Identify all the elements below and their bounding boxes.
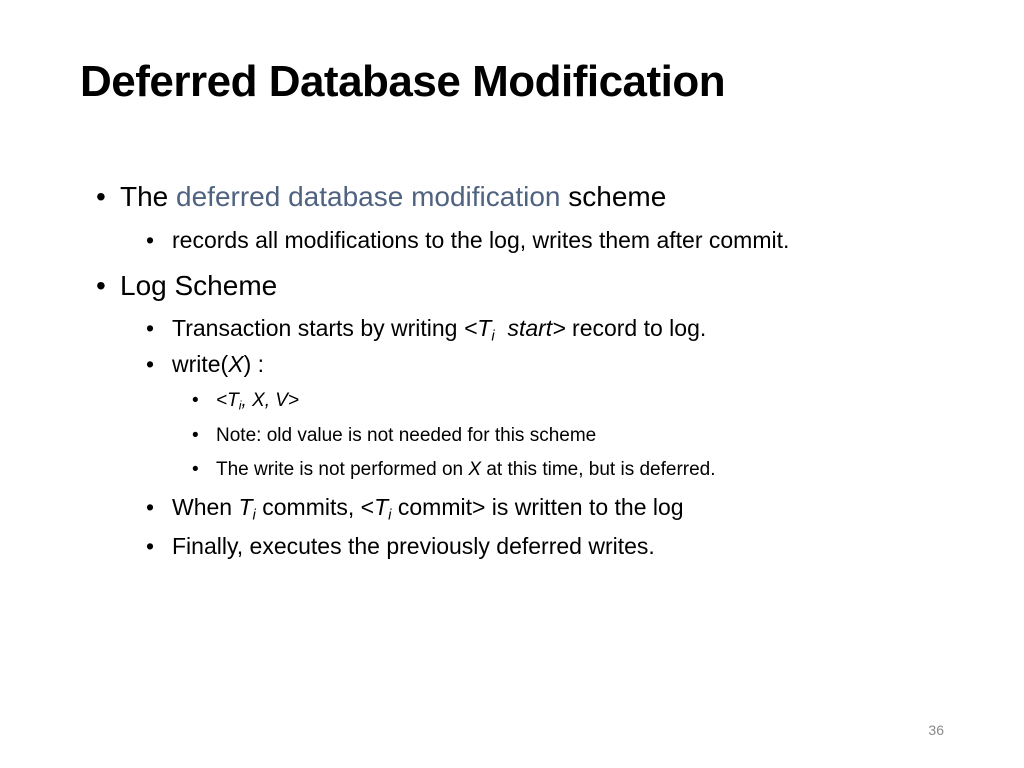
text: start> xyxy=(507,315,566,341)
text: T xyxy=(374,494,389,520)
highlight-term: deferred database modification xyxy=(176,181,561,212)
bullet-transaction-start: Transaction starts by writing <Ti start>… xyxy=(172,314,707,345)
bullet-marker: • xyxy=(192,425,199,446)
slide-title: Deferred Database Modification xyxy=(80,57,726,106)
text: Transaction starts by writing xyxy=(172,315,464,341)
bullet-marker: • xyxy=(192,390,199,411)
bullet-marker: • xyxy=(146,533,155,559)
text: <Ti start> xyxy=(463,315,566,345)
text: When xyxy=(172,494,239,520)
text: record to log. xyxy=(565,315,707,341)
text: commit> is written to the log xyxy=(391,494,684,520)
bullet-log-scheme: Log Scheme xyxy=(120,270,278,301)
text: ) : xyxy=(243,351,265,377)
text: X xyxy=(468,459,482,480)
bullet-finally: Finally, executes the previously deferre… xyxy=(172,533,655,559)
bullet-log-record: <Ti, X, V> xyxy=(216,389,299,413)
text: The xyxy=(120,181,177,212)
bullet-marker: • xyxy=(96,181,106,212)
bullet-marker: • xyxy=(146,494,155,520)
page-number: 36 xyxy=(928,722,944,738)
text: scheme xyxy=(560,181,667,212)
text: T xyxy=(477,315,492,341)
bullet-marker: • xyxy=(146,351,155,377)
text: X xyxy=(228,351,244,377)
text: < xyxy=(463,315,478,341)
text: T xyxy=(238,494,253,520)
text: < xyxy=(216,390,228,411)
bullet-marker: • xyxy=(96,270,106,301)
bullet-write-deferred: The write is not performed on X at this … xyxy=(216,458,716,482)
subscript: i xyxy=(491,327,495,345)
bullet-commit: When Ti commits, <Ti commit> is written … xyxy=(172,493,684,524)
subscript: i xyxy=(238,398,242,413)
bullet-marker: • xyxy=(146,315,155,341)
text: write( xyxy=(172,351,229,377)
bullet-old-value-note: Note: old value is not needed for this s… xyxy=(216,425,597,446)
text: at this time, but is deferred. xyxy=(481,459,716,480)
subscript: i xyxy=(252,506,256,524)
subscript: i xyxy=(388,506,392,524)
bullet-marker: • xyxy=(146,227,155,253)
text: commits, < xyxy=(255,494,375,520)
bullet-deferred-scheme: The deferred database modification schem… xyxy=(120,180,666,214)
text: The write is not performed on xyxy=(216,459,469,480)
bullet-write-x: write(X) : xyxy=(172,350,264,378)
bullet-marker: • xyxy=(192,459,199,480)
bullet-records-modifications: records all modifications to the log, wr… xyxy=(172,227,790,253)
text: , X, V> xyxy=(241,390,300,411)
text: T xyxy=(227,390,239,411)
